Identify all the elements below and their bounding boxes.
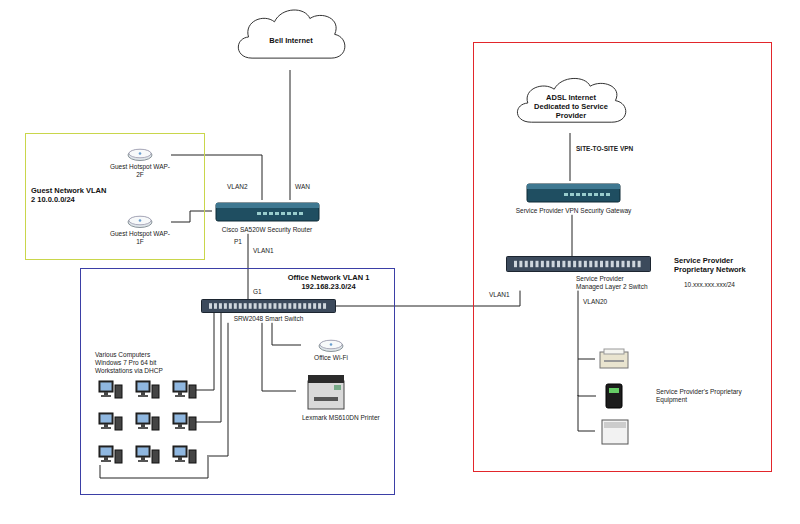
- pc-wire: [196, 313, 214, 390]
- device-node: Lexmark MS610DN Printer: [296, 373, 391, 422]
- device-node: Guest Hotspot WAP-1F: [109, 214, 171, 246]
- switch-icon: [506, 256, 651, 272]
- network-link: [262, 323, 296, 391]
- node-text: 10.xxx.xxx.xxx/24: [684, 281, 769, 289]
- node-text: Lexmark MS610DN Printer: [302, 414, 391, 422]
- network-link: [272, 323, 301, 345]
- device-node: Guest Hotspot WAP-2F: [109, 147, 171, 179]
- network-link: [336, 291, 520, 306]
- network-region: Guest Network VLAN 2 10.0.0.0/24Guest Ho…: [25, 133, 205, 260]
- port-label: VLAN1: [252, 247, 275, 255]
- device-node: Service Provider VPN Security Gateway: [511, 181, 636, 215]
- node-text: Guest Hotspot WAP-1F: [109, 230, 171, 246]
- equipment-wire: [578, 359, 595, 360]
- network-link: [578, 291, 596, 396]
- node-text: Office Wi-Fi: [301, 354, 361, 362]
- device-node: Various Computers Windows 7 Pro 64 bit W…: [91, 351, 209, 481]
- router-icon: [526, 181, 621, 205]
- device-node: ADSL Internet Dedicated to Service Provi…: [511, 73, 631, 133]
- network-link: [570, 133, 571, 181]
- equipment-wire: [578, 395, 595, 431]
- printer-icon: [306, 373, 346, 411]
- device-node: Office Wi-Fi: [301, 338, 361, 362]
- port-label: P1: [233, 238, 243, 246]
- device-node: Cisco SA520W Security Router: [212, 200, 322, 234]
- access-point-icon: [127, 147, 153, 161]
- port-label: VLAN1: [488, 291, 511, 299]
- node-text: Service Provider Proprietary Network: [674, 256, 769, 274]
- pc-wire: [196, 313, 221, 422]
- port-label: WAN: [294, 183, 311, 191]
- port-label: VLAN20: [582, 298, 608, 306]
- port-label: VLAN2: [226, 183, 249, 191]
- device-node: Service Provider's Proprietary Equipment: [596, 346, 768, 446]
- network-link: [290, 70, 291, 200]
- port-label: G1: [252, 288, 263, 296]
- access-point-icon: [318, 338, 344, 352]
- node-text: Service Provider VPN Security Gateway: [511, 207, 636, 215]
- access-point-icon: [127, 214, 153, 228]
- node-text: Service Provider's Proprietary Equipment: [656, 388, 761, 404]
- node-text: SRW2048 Smart Switch: [226, 315, 311, 323]
- link-label: SITE-TO-SITE VPN: [575, 145, 634, 153]
- node-text: ADSL Internet Dedicated to Service Provi…: [533, 93, 609, 120]
- device-node: Service Provider Managed Layer 2 Switch: [506, 256, 651, 291]
- node-text: Service Provider Managed Layer 2 Switch: [576, 275, 651, 291]
- network-link: [248, 234, 249, 299]
- network-region: Office Network VLAN 1 192.168.23.0/24SRW…: [80, 268, 395, 495]
- equipment-icons: [596, 346, 636, 446]
- network-link: [171, 155, 262, 200]
- node-text: Bell Internet: [266, 36, 316, 45]
- device-node: SRW2048 Smart Switch: [201, 299, 336, 323]
- node-text: Cisco SA520W Security Router: [212, 226, 322, 234]
- network-link: [572, 215, 573, 256]
- device-node: Bell Internet: [232, 4, 350, 70]
- node-text: Guest Network VLAN 2 10.0.0.0/24: [31, 186, 111, 204]
- node-text: Various Computers Windows 7 Pro 64 bit W…: [95, 351, 177, 374]
- network-link: [171, 211, 212, 222]
- network-region: Service Provider Proprietary Network 10.x…: [473, 42, 772, 472]
- node-text: Guest Hotspot WAP-2F: [109, 163, 171, 179]
- network-link: [209, 323, 228, 456]
- router-icon: [215, 200, 320, 224]
- node-text: Office Network VLAN 1 192.168.23.0/24: [266, 273, 391, 291]
- switch-icon: [201, 299, 336, 313]
